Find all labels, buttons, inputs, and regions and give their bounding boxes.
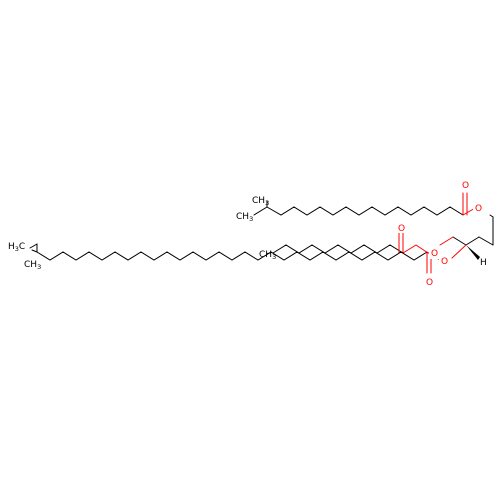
top-chain-methyl-label-2: CH3 <box>236 212 253 223</box>
carbonyl-oxygen-mid: O <box>398 224 405 234</box>
stereo-wedge <box>466 245 480 260</box>
glycerol-backbone <box>439 236 494 260</box>
top-acyl-chain <box>253 192 494 246</box>
top-chain-methyl-label: CH3 <box>252 196 269 207</box>
bottom-acyl-chain <box>29 243 441 274</box>
bottom-chain-methyl-label: CH3 <box>24 260 41 271</box>
stereo-hydrogen: H <box>480 258 487 268</box>
ester-oxygen-mid: O <box>431 249 438 259</box>
carbonyl-oxygen-bot: O <box>426 278 433 288</box>
middle-chain-methyl-label: CH3 <box>259 250 276 261</box>
middle-acyl-chain <box>272 232 429 254</box>
carbonyl-oxygen-top: O <box>462 181 469 191</box>
ester-oxygen-top: O <box>475 204 482 214</box>
bottom-chain-ethyl-methyl-label: H3C <box>8 242 25 253</box>
ester-oxygen-bot: O <box>441 257 448 267</box>
atom-labels: O O O O O O H CH3 CH3 CH3 H3C CH3 <box>8 179 487 288</box>
